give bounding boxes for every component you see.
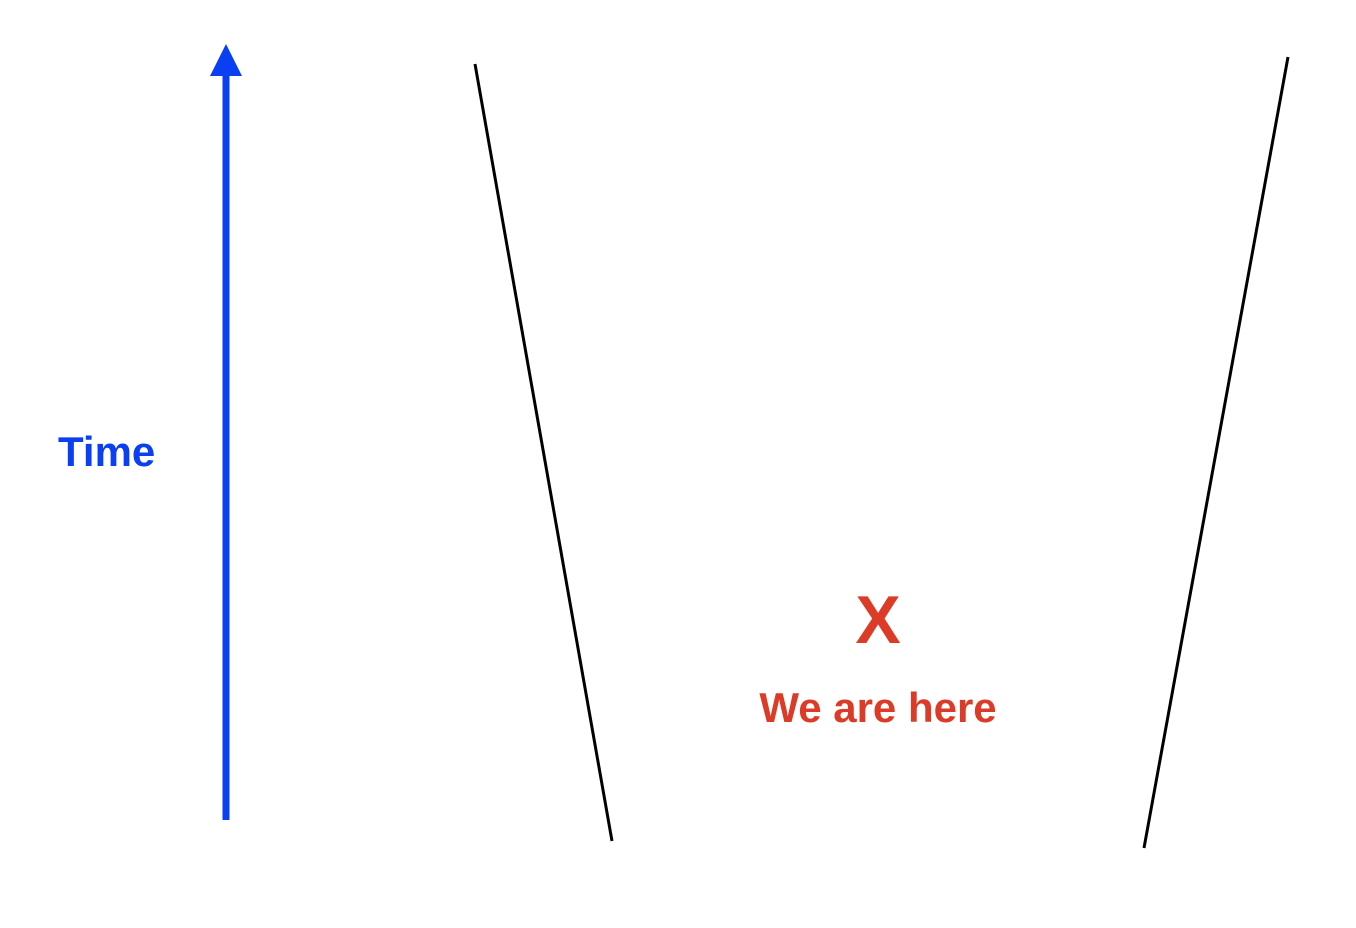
position-marker-x: X	[855, 582, 901, 658]
time-axis-label: Time	[58, 428, 156, 475]
position-marker-label: We are here	[759, 684, 997, 731]
left-boundary-line	[473, 63, 614, 842]
right-boundary-line	[1142, 56, 1290, 849]
time-axis-arrow-head	[210, 44, 242, 76]
